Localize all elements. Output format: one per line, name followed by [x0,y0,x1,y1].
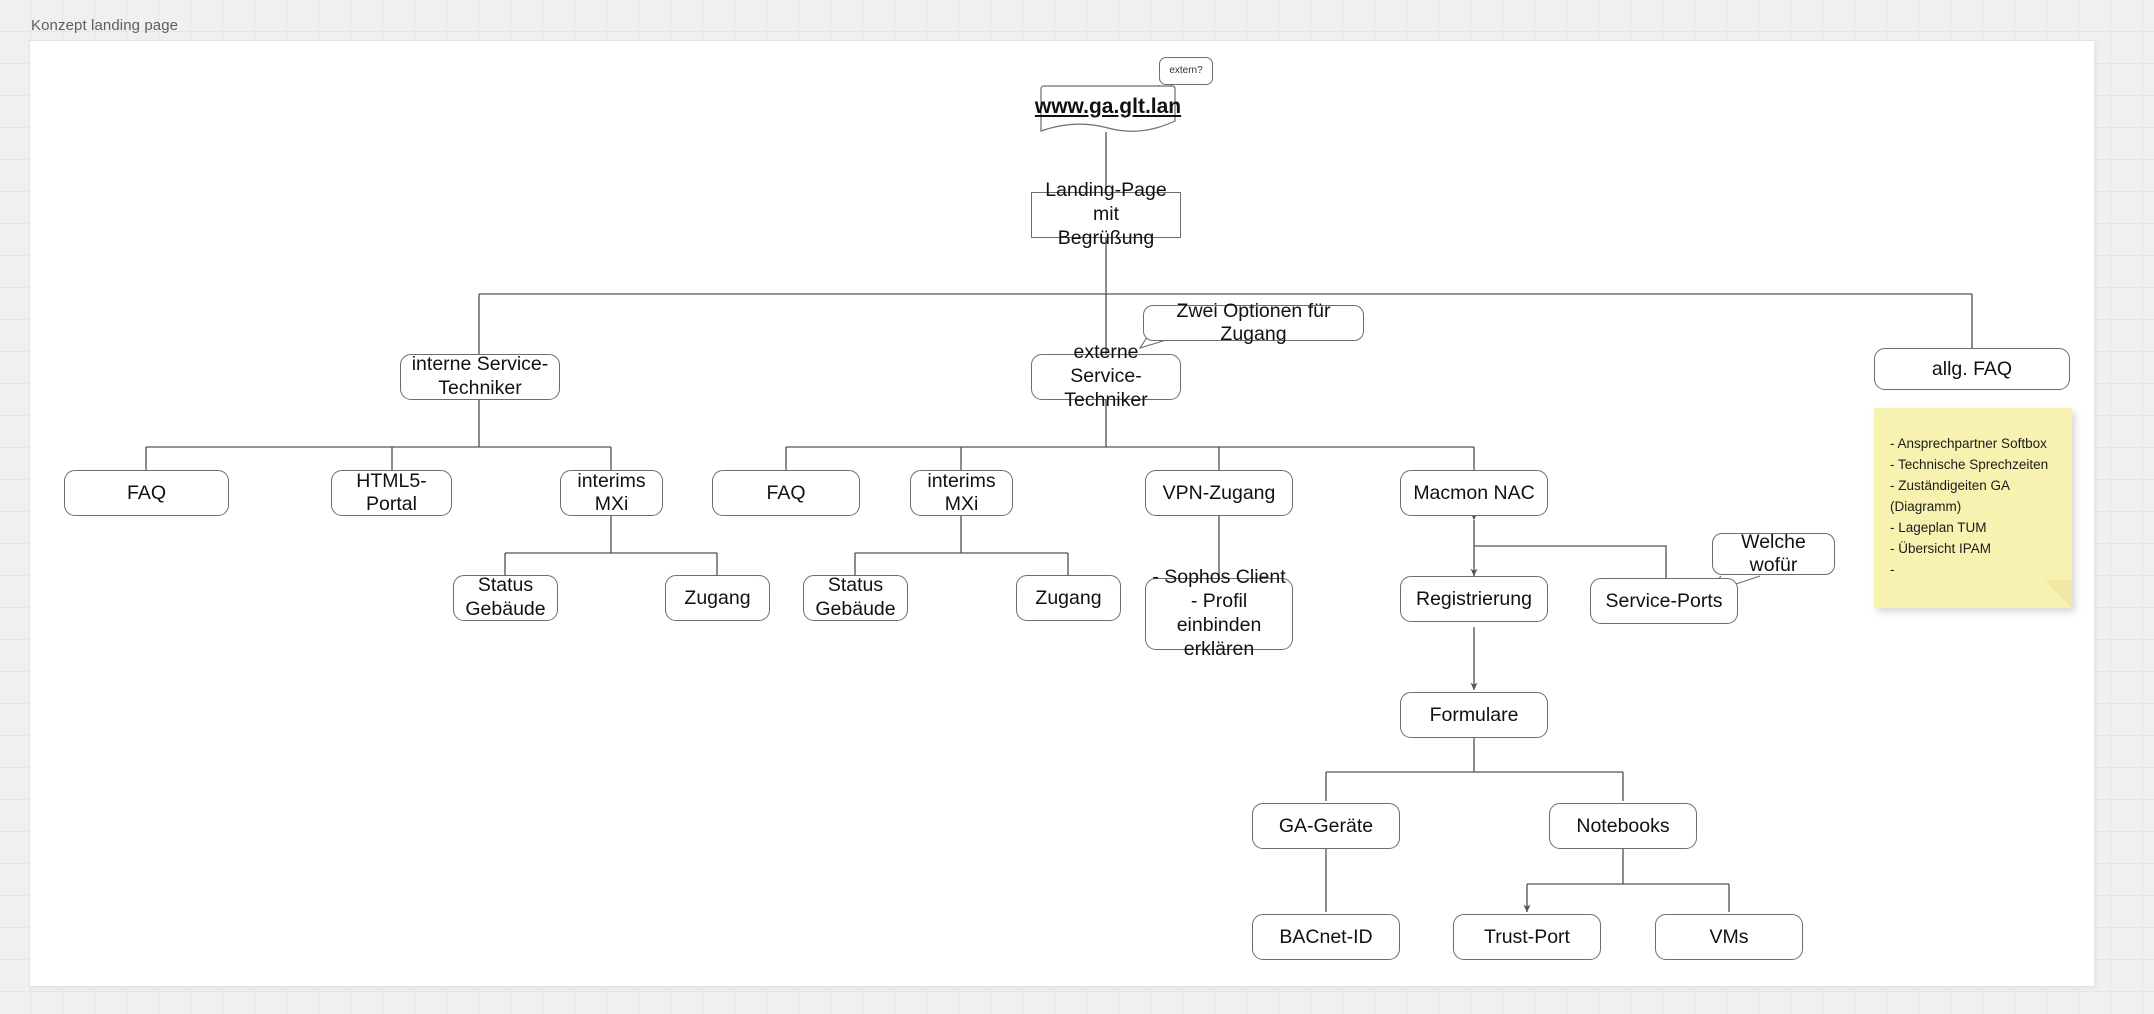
node-trust-port[interactable]: Trust-Port [1453,914,1601,960]
node-registrierung[interactable]: Registrierung [1400,576,1548,622]
node-status-gebaeude-intern[interactable]: Status Gebäude [453,574,558,621]
node-allg-faq[interactable]: allg. FAQ [1874,348,2070,390]
node-vpn-zugang[interactable]: VPN-Zugang [1145,470,1293,516]
sticky-note-line: - Ansprechpartner Softbox [1890,436,2047,451]
url-document-label[interactable]: www.ga.glt.lan [1034,94,1182,118]
callout-extern[interactable]: extern? [1159,57,1213,85]
node-ga-geraete[interactable]: GA-Geräte [1252,803,1400,849]
url-document-shape [1040,85,1176,132]
sticky-note[interactable]: - Ansprechpartner Softbox - Technische S… [1874,408,2072,608]
node-status-gebaeude-extern[interactable]: Status Gebäude [803,574,908,621]
sticky-note-line: (Diagramm) [1890,498,1962,514]
node-vms[interactable]: VMs [1655,914,1803,960]
sticky-note-line: - Lageplan TUM [1890,519,1987,535]
callout-zwei-optionen[interactable]: Zwei Optionen für Zugang [1143,300,1364,345]
node-bacnet-id[interactable]: BACnet-ID [1252,914,1400,960]
node-faq-extern[interactable]: FAQ [712,470,860,516]
node-notebooks[interactable]: Notebooks [1549,803,1697,849]
node-faq-intern[interactable]: FAQ [64,470,229,516]
node-zugang-intern[interactable]: Zugang [665,575,770,621]
node-zugang-extern[interactable]: Zugang [1016,575,1121,621]
node-interims-mxi-extern[interactable]: interims MXi [910,470,1013,516]
sticky-note-line: - Zuständigeiten GA [1890,477,2011,493]
node-landing-page[interactable]: Landing-Page mit Begrüßung [1031,179,1181,249]
node-service-ports[interactable]: Service-Ports [1590,578,1738,624]
node-sophos-profil[interactable]: - Sophos Client - Profil einbinden erklä… [1145,566,1293,660]
sticky-note-line: - Übersicht IPAM [1890,540,1992,556]
sticky-note-line: - [1890,561,1895,577]
callout-welche-wofuer[interactable]: Welche wofür [1712,531,1835,576]
node-macmon-nac[interactable]: Macmon NAC [1400,470,1548,516]
node-interims-mxi-intern[interactable]: interims MXi [560,470,663,516]
node-interne-service-techniker[interactable]: interne Service- Techniker [400,353,560,400]
node-html5-portal[interactable]: HTML5-Portal [331,470,452,516]
sticky-note-line: - Technische Sprechzeiten [1890,456,2049,472]
node-externe-service-techniker[interactable]: externe Service- Techniker [1031,341,1181,411]
node-formulare[interactable]: Formulare [1400,692,1548,738]
page-title: Konzept landing page [31,17,179,34]
